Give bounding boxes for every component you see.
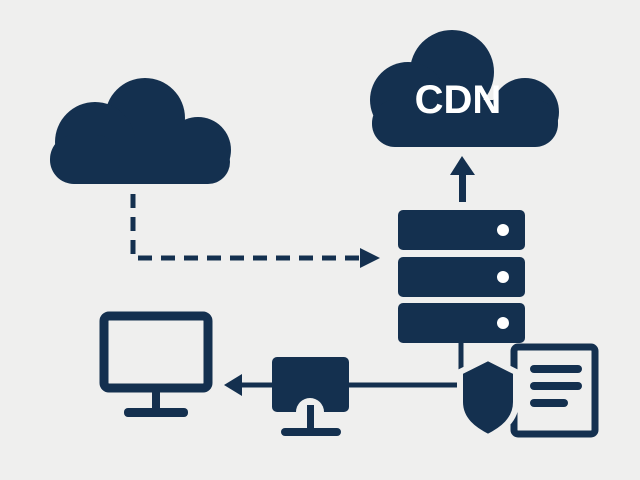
- arrowhead-left-icon: [224, 374, 242, 396]
- server-connector: [345, 343, 464, 388]
- cdn-label: CDN: [414, 78, 502, 122]
- server-rack-icon: [398, 210, 525, 343]
- document-icon: [510, 343, 599, 438]
- dashed-connector: [130, 194, 362, 261]
- monitor-icon: [99, 311, 213, 417]
- cdn-cloud-icon: [370, 30, 559, 147]
- arrow-up-icon: [450, 156, 475, 202]
- shield-icon: [457, 354, 519, 441]
- origin-cloud-icon: [50, 78, 231, 184]
- arrowhead-right-icon: [360, 248, 380, 268]
- network-monitor-icon: [272, 357, 349, 436]
